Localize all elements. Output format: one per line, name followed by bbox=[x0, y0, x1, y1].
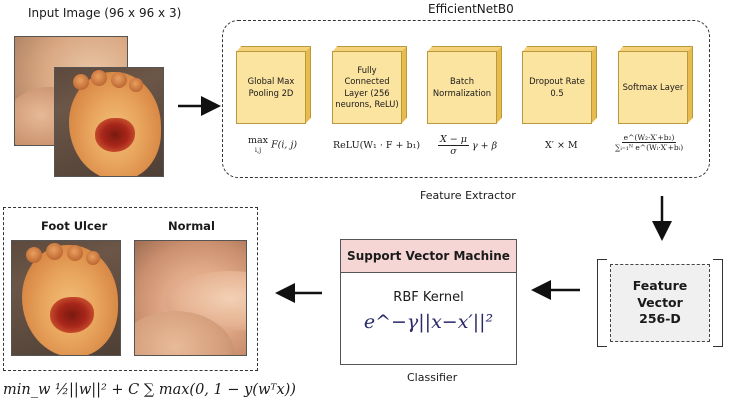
output-container bbox=[3, 207, 258, 371]
vector-right-bracket bbox=[713, 259, 723, 347]
svm-objective-formula: min_w ½||w||² + C ∑ max(0, 1 − y(wᵀx)) bbox=[3, 382, 296, 398]
layer-label: Softmax Layer bbox=[618, 51, 688, 124]
feature-extractor-label: Feature Extractor bbox=[420, 189, 516, 202]
foot-ulcer-photo bbox=[11, 240, 121, 356]
layer-fully-connected: Fully Connected Layer (256 neurons, ReLU… bbox=[332, 46, 407, 124]
layer-batch-normalization: Batch Normalization bbox=[427, 46, 502, 124]
svm-title: Support Vector Machine bbox=[341, 240, 516, 273]
rbf-kernel-label: RBF Kernel bbox=[393, 290, 464, 305]
normal-label: Normal bbox=[168, 219, 215, 233]
formula-softmax: e^(W₂·X′+b₂)∑ᵢ₌₁ᴺ e^(Wᵢ·X′+bᵢ) bbox=[615, 133, 684, 152]
layer-label: Dropout Rate 0.5 bbox=[522, 51, 592, 124]
normal-foot-photo bbox=[134, 240, 247, 356]
feature-vector-box: Feature Vector 256-D bbox=[610, 264, 710, 342]
rbf-kernel-formula: e^−γ||x−x′||² bbox=[363, 311, 494, 333]
input-photo-front bbox=[54, 67, 164, 177]
classifier-label: Classifier bbox=[407, 371, 458, 384]
layer-label: Batch Normalization bbox=[427, 51, 497, 124]
layer-global-max-pooling: Global Max Pooling 2D bbox=[236, 46, 311, 124]
formula-dropout: X′ × M bbox=[545, 140, 578, 151]
model-title: EfficientNetB0 bbox=[428, 2, 514, 16]
formula-fully-connected: ReLU(W₁ · F + b₁) bbox=[333, 140, 421, 151]
feature-extractor-container bbox=[222, 20, 710, 178]
vector-left-bracket bbox=[597, 259, 607, 347]
svm-box: Support Vector Machine RBF Kernel e^−γ||… bbox=[340, 239, 517, 365]
layer-softmax: Softmax Layer bbox=[618, 46, 693, 124]
foot-ulcer-label: Foot Ulcer bbox=[41, 219, 108, 233]
layer-label: Fully Connected Layer (256 neurons, ReLU… bbox=[332, 51, 402, 124]
feature-vector-line2: 256-D bbox=[639, 311, 681, 327]
input-image-label: Input Image (96 x 96 x 3) bbox=[28, 6, 182, 20]
feature-vector-line1: Feature Vector bbox=[632, 277, 688, 310]
layer-dropout: Dropout Rate 0.5 bbox=[522, 46, 597, 124]
layer-label: Global Max Pooling 2D bbox=[236, 51, 306, 124]
